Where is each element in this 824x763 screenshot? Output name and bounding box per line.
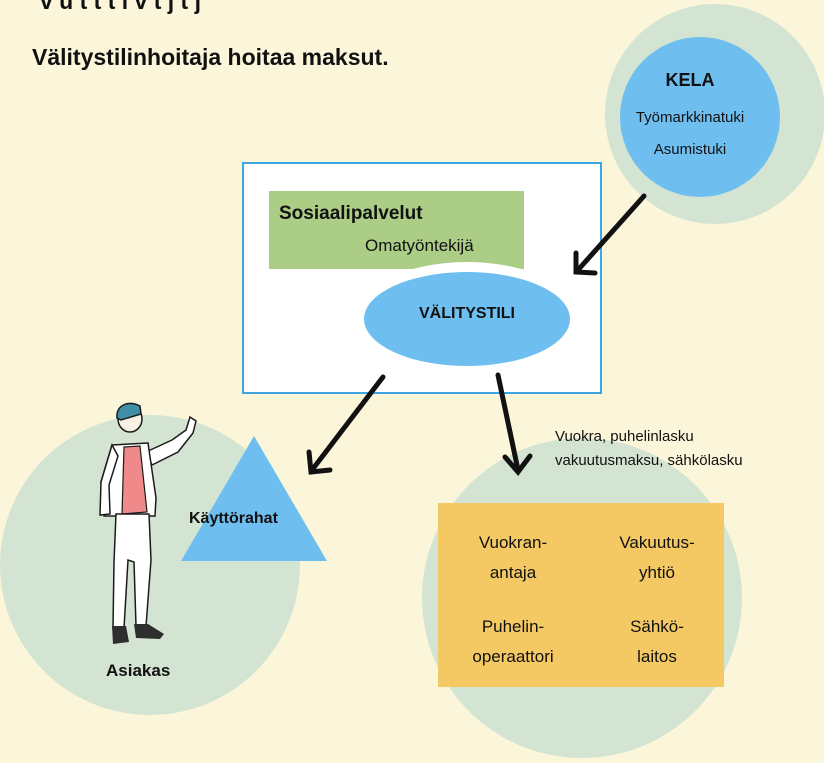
payee-landlord: Vuokran- antaja — [443, 528, 583, 588]
kela-circle — [620, 37, 780, 197]
kela-label: KELA — [665, 70, 715, 90]
arrow-account-to-payees — [495, 372, 533, 476]
clipped-top-text: v u t t t l v t j t j — [40, 0, 201, 14]
payee-phone-operator: Puhelin- operaattori — [443, 612, 583, 672]
payee-insurance-line-1: Vakuutus- — [619, 533, 695, 552]
payees-box — [438, 503, 724, 687]
account-label: VÄLITYSTILI — [419, 305, 515, 322]
allowance-label: Käyttörahat — [189, 510, 278, 527]
payee-electric-line-2: laitos — [637, 647, 677, 666]
account-ellipse — [364, 272, 570, 366]
page-title: Välitystilinhoitaja hoitaa maksut. — [32, 44, 389, 70]
payee-insurance: Vakuutus- yhtiö — [587, 528, 727, 588]
kela-benefit-unemployment: Työmarkkinatuki — [635, 109, 745, 126]
payee-electric-company: Sähkö- laitos — [587, 612, 727, 672]
allowance-triangle — [181, 436, 327, 561]
arrow-account-to-customer — [306, 374, 386, 475]
social-services-box — [269, 191, 524, 269]
social-worker-label: Omatyöntekijä — [365, 236, 474, 255]
bills-line-1: Vuokra, puhelinlasku — [555, 428, 694, 445]
kela-benefit-housing: Asumistuki — [653, 141, 727, 158]
payee-electric-line-1: Sähkö- — [630, 617, 684, 636]
bills-line-2: vakuutusmaksu, sähkölasku — [555, 452, 743, 469]
payee-phone-line-1: Puhelin- — [481, 617, 545, 636]
payee-insurance-line-2: yhtiö — [639, 563, 675, 582]
social-services-label: Sosiaalipalvelut — [279, 203, 423, 224]
payee-phone-line-2: operaattori — [472, 647, 554, 666]
customer-person-illustration — [99, 402, 197, 644]
arrow-kela-to-account — [573, 193, 647, 276]
payee-landlord-line-1: Vuokran- — [478, 533, 548, 552]
customer-label: Asiakas — [106, 661, 171, 680]
payee-landlord-line-2: antaja — [489, 563, 537, 582]
